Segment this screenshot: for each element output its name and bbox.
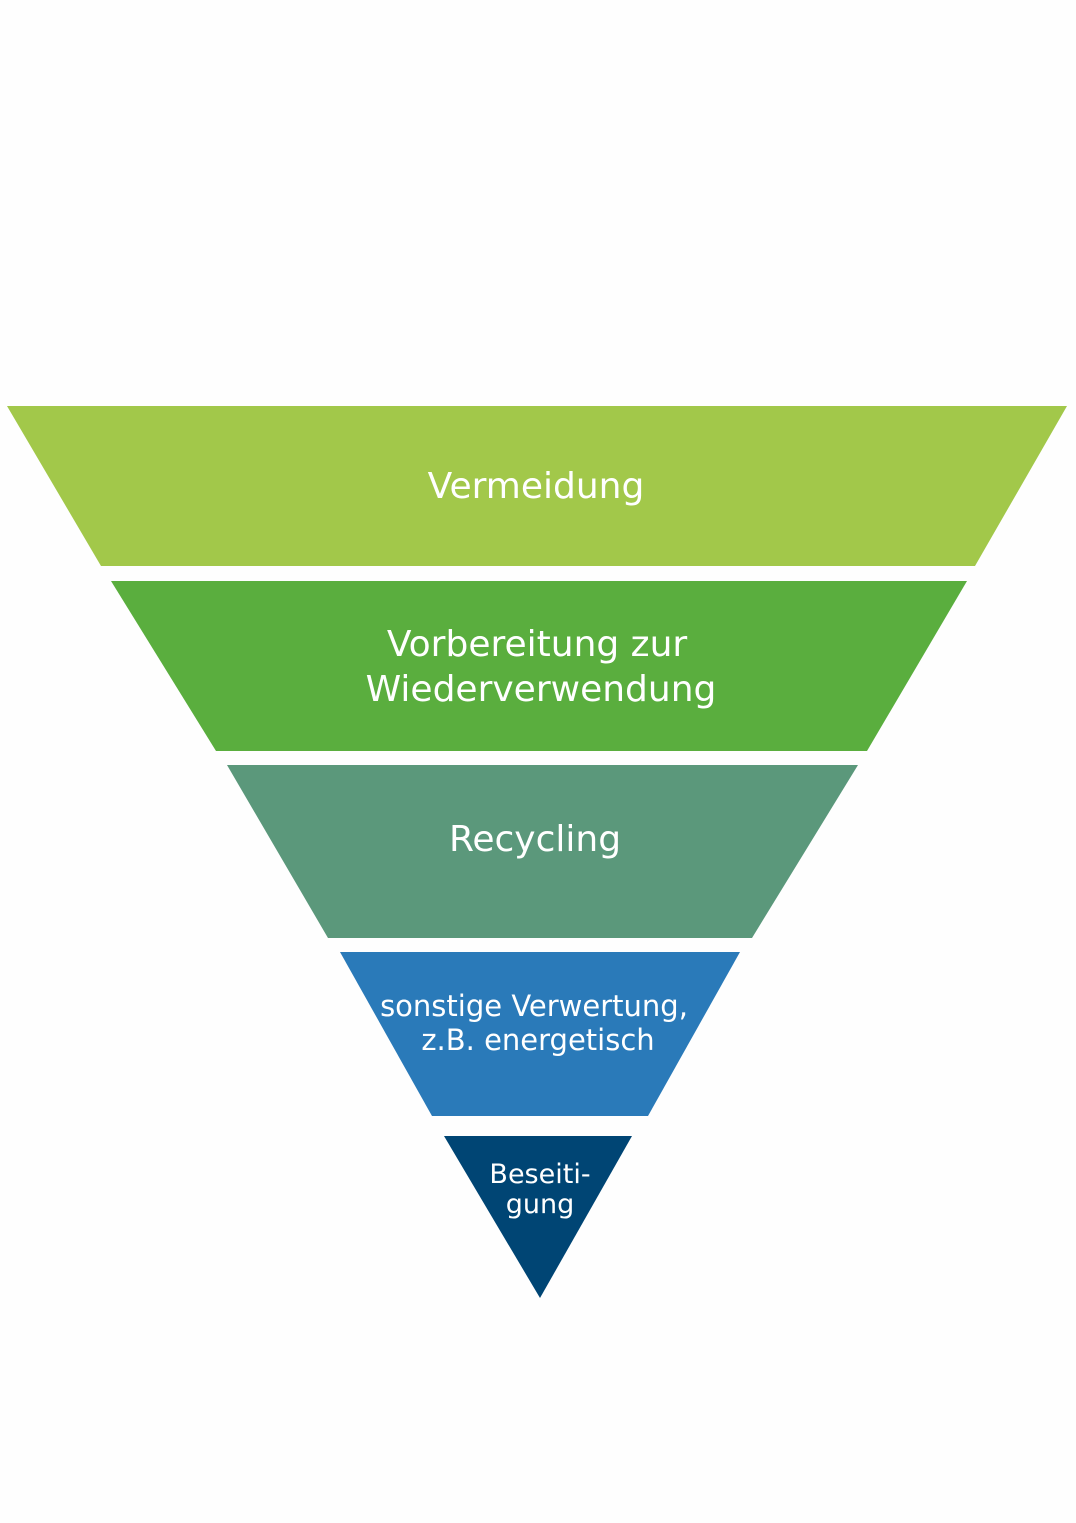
tier-verwertung-label-line-2: z.B. energetisch bbox=[421, 1023, 654, 1057]
tier-vermeidung-label: Vermeidung bbox=[428, 466, 645, 507]
tier-vorbereitung-band bbox=[111, 581, 967, 751]
tier-recycling-band bbox=[227, 765, 858, 938]
tier-vorbereitung-label-line-2: Wiederverwendung bbox=[366, 669, 717, 710]
tier-beseitigung-label-line-1: Beseiti- bbox=[489, 1159, 590, 1190]
tier-verwertung-band bbox=[340, 952, 740, 1116]
tier-beseitigung-band bbox=[444, 1136, 632, 1298]
tier-recycling-label: Recycling bbox=[449, 819, 621, 860]
tier-beseitigung-label-line-2: gung bbox=[506, 1189, 575, 1220]
tier-vermeidung-band bbox=[7, 406, 1067, 566]
tier-vorbereitung-label-line-1: Vorbereitung zur bbox=[387, 624, 688, 665]
tier-verwertung-label-line-1: sonstige Verwertung, bbox=[380, 989, 688, 1023]
